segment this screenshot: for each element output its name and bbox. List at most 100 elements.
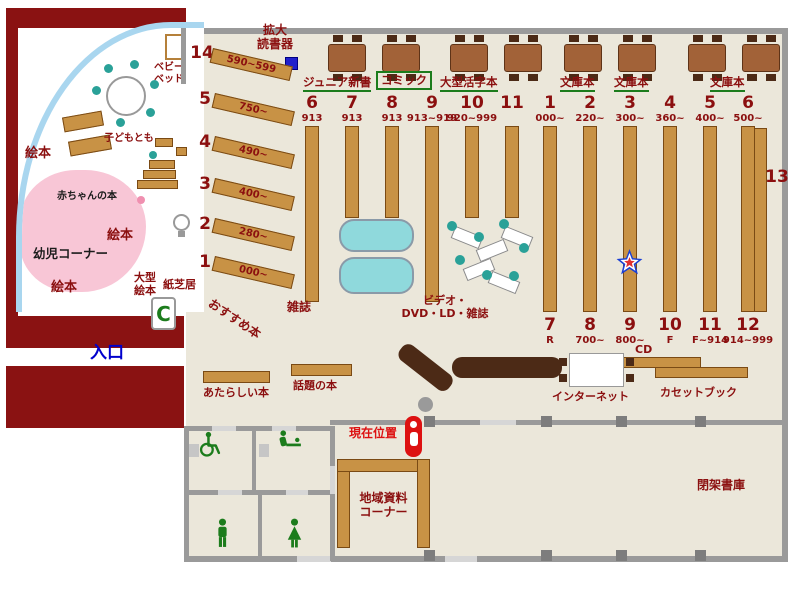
restroom-top-wall-1 — [184, 426, 212, 431]
col-11-number: 11 — [500, 93, 524, 113]
media-stools — [447, 221, 457, 231]
local-materials-label: 地域資料 コーナー — [337, 491, 430, 520]
marker-dot — [410, 421, 417, 428]
current-location-marker — [405, 416, 422, 457]
local-materials-line2: コーナー — [359, 504, 408, 519]
shelf-2-number: 2 — [199, 214, 211, 234]
col-6-shelf — [305, 126, 319, 302]
kamishibai-label: 紙芝居 — [163, 278, 196, 291]
restroom-door-3 — [218, 490, 242, 495]
top-left-wall-block — [6, 8, 186, 28]
new-books-label: あたらしい本 — [203, 386, 269, 399]
current-location-label: 現在位置 — [349, 426, 398, 440]
col-11-shelf — [505, 126, 519, 218]
restroom-right-wall-b — [330, 494, 335, 561]
section-bunko-3: 文庫本 — [710, 75, 745, 93]
magazines-label: 雑誌 — [287, 300, 312, 314]
col-8b-range: 700~ — [575, 335, 605, 346]
shelf-14-number: 14 — [190, 43, 214, 63]
local-materials-line1: 地域資料 — [359, 491, 408, 505]
internet-table — [559, 353, 634, 387]
kids-bench-1 — [155, 138, 173, 147]
floor-lamp — [173, 214, 190, 231]
magnifier-reader-label: 拡大 読書器 — [248, 23, 302, 52]
shelf-1-number: 1 — [199, 252, 211, 272]
col-6b-number: 6 — [742, 93, 754, 113]
pillar — [424, 550, 435, 561]
internet-label: インターネット — [552, 390, 629, 403]
col-9-number: 9 — [426, 93, 438, 113]
restroom-right-door — [330, 466, 335, 494]
reading-table — [564, 35, 602, 81]
col-4-range: 360~ — [655, 113, 685, 124]
col-12b-number: 12 — [736, 315, 760, 335]
pillar — [695, 550, 706, 561]
col-5-number: 5 — [704, 93, 716, 113]
restroom-divider-top — [252, 426, 256, 490]
col-3-range: 300~ — [615, 113, 645, 124]
pillar — [695, 416, 706, 427]
mid-door — [480, 420, 516, 425]
section-bunko-2: 文庫本 — [614, 75, 649, 93]
kids-stool-pink — [137, 196, 145, 204]
col-8-shelf — [385, 126, 399, 218]
col-4-number: 4 — [664, 93, 676, 113]
copier-sign: C — [151, 297, 176, 330]
video-line1: ビデオ・ — [423, 294, 467, 307]
col-6b-range: 500~ — [733, 113, 763, 124]
reading-table — [328, 35, 366, 81]
section-bunko-1: 文庫本 — [560, 75, 595, 93]
closed-stacks-label: 閉架書庫 — [697, 478, 746, 492]
kids-step-1 — [149, 160, 175, 169]
restroom-divider-bottom — [258, 490, 262, 561]
new-books-shelf — [203, 371, 270, 383]
col-10-number: 10 — [460, 93, 484, 113]
study-table-1 — [339, 219, 414, 252]
col-8-range: 913 — [381, 113, 403, 124]
pillar — [616, 550, 627, 561]
bottom-door-2 — [445, 556, 477, 562]
kids-step-3 — [137, 180, 178, 189]
featured-books-shelf — [291, 364, 352, 376]
col-11b-range: F~914 — [691, 335, 729, 346]
col-2-shelf — [583, 126, 597, 312]
picture-books-label-2: 絵本 — [107, 228, 134, 243]
col-8-number: 8 — [386, 93, 398, 113]
reading-table — [688, 35, 726, 81]
mid-wall-1 — [330, 420, 406, 425]
picture-books-label-1: 絵本 — [25, 146, 52, 161]
col-6b-shelf — [741, 126, 755, 312]
pillar — [541, 416, 552, 427]
entrance-label: 入口 — [90, 343, 124, 363]
magnifier-line1: 拡大 — [262, 23, 287, 37]
kids-magazine-label: 子どもとも — [104, 133, 154, 144]
top-wall — [184, 28, 785, 34]
left-wall-strip — [6, 8, 18, 318]
right-wall — [782, 28, 788, 562]
video-line2: DVD・LD・雑誌 — [401, 306, 489, 320]
column-pillar — [418, 397, 433, 412]
men-restroom-icon — [212, 518, 233, 553]
kids-stool-teal — [149, 151, 157, 159]
bottom-door-1 — [297, 556, 331, 562]
marker-bar — [409, 432, 418, 446]
col-3-shelf — [623, 126, 637, 312]
toddler-corner-pink-area — [22, 170, 146, 292]
baby-changing-icon — [277, 429, 304, 458]
col-7-shelf — [345, 126, 359, 218]
star-marker-center — [624, 257, 635, 268]
col-1-range: 000~ — [535, 113, 565, 124]
section-large-print: 大型活字本 — [440, 75, 498, 93]
restroom-right-wall-a — [330, 426, 335, 466]
women-restroom-icon — [284, 518, 305, 553]
reading-table — [742, 35, 780, 81]
entrance-wall-lower — [6, 366, 184, 428]
mid-wall-2 — [424, 420, 480, 425]
kids-round-table — [106, 76, 146, 116]
col-7-range: 913 — [341, 113, 363, 124]
col-3-number: 3 — [624, 93, 636, 113]
video-corner-label: ビデオ・ DVD・LD・雑誌 — [396, 294, 494, 320]
col-5-range: 400~ — [695, 113, 725, 124]
restroom-door-4 — [286, 490, 308, 495]
